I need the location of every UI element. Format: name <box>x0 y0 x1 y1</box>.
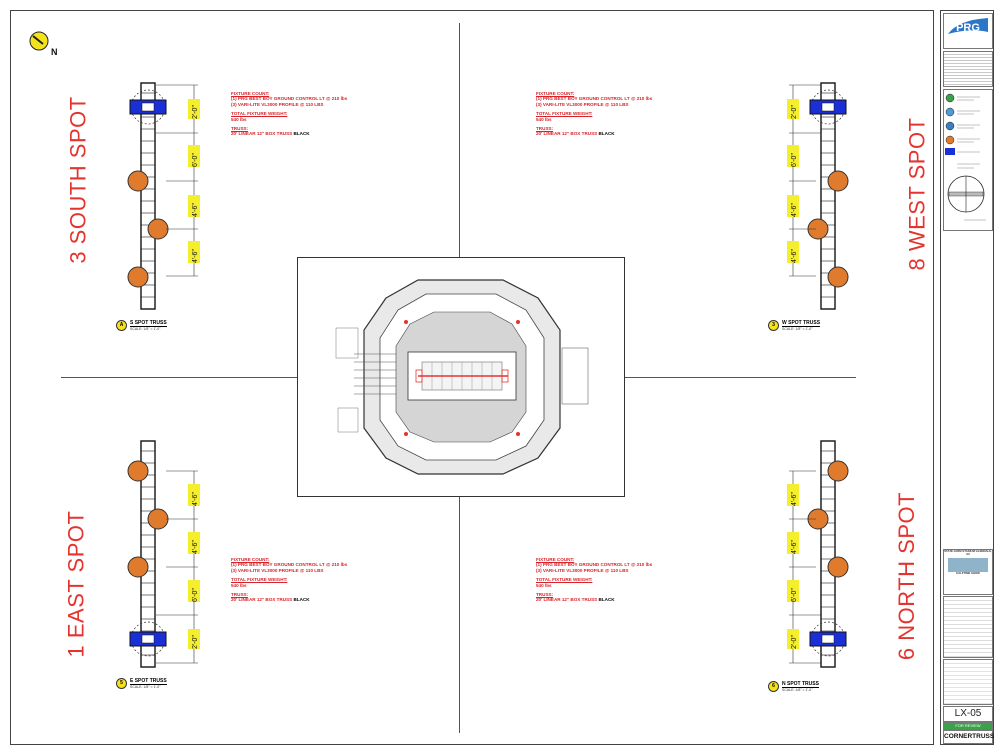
dim-label: 6'-0" <box>192 153 199 167</box>
fixture-line: (3) VARI-LITE VL3000 PROFILE @ 110 LBS <box>536 101 629 107</box>
legend-symbols <box>945 93 986 221</box>
title-block-info <box>943 596 993 658</box>
title-block-logo: PRG PRODUCTION RESOURCE GROUP <box>943 13 993 56</box>
project-name: STATE FARM STADIUM GLENDALE, AZ <box>944 550 992 557</box>
truss-value: 20' LINEAR 12" BOX TRUSS <box>231 597 293 603</box>
dim-label: 4'-6" <box>192 203 199 217</box>
truss-color: BLACK <box>598 131 615 137</box>
show-name: HALFTIME SHOW <box>956 572 980 576</box>
detail-title: S SPOT TRUSS <box>130 320 167 327</box>
fixture-count-label: FIXTURE COUNT: <box>231 91 270 96</box>
fixture-line: (1) PRG BEST BOY GROUND CONTROL LT @ 210… <box>231 96 348 102</box>
north-detail-reference: 6 N SPOT TRUSS SCALE: 1/8" = 1'-0" <box>768 681 819 692</box>
dim-label: 4'-6" <box>791 249 798 263</box>
south-truss-elevation: 2'-0" 6'-0" 4'-6" 4'-6" <box>127 82 200 310</box>
total-weight-value: 540 lbs <box>231 116 247 122</box>
truss-value: 20' LINEAR 12" BOX TRUSS <box>536 131 598 137</box>
dim-label: 6'-0" <box>192 588 199 602</box>
dim-label: 4'-6" <box>192 249 199 263</box>
dim-label: 4'-6" <box>192 540 199 554</box>
north-arrow-icon: N <box>29 31 58 57</box>
title-block-project: STATE FARM STADIUM GLENDALE, AZ HALFTIME… <box>943 549 993 595</box>
sheet-title-box: CORNERTRUSS <box>943 730 994 744</box>
truss-color: BLACK <box>293 131 310 137</box>
fixture-line: (1) PRG BEST BOY GROUND CONTROL LT @ 210… <box>231 562 348 568</box>
truss-value: 20' LINEAR 12" BOX TRUSS <box>231 131 293 137</box>
truss-label: TRUSS: <box>231 592 249 598</box>
total-weight-value: 540 lbs <box>536 582 552 588</box>
east-fixture-notes: FIXTURE COUNT: (1) PRG BEST BOY GROUND C… <box>231 557 347 603</box>
sheet-status-bar: FOR REVIEW <box>943 722 993 730</box>
dim-label: 2'-0" <box>791 635 798 649</box>
west-fixture-notes: FIXTURE COUNT: (1) PRG BEST BOY GROUND C… <box>536 91 652 137</box>
fixture-line: (3) VARI-LITE VL3000 PROFILE @ 110 LBS <box>536 567 629 573</box>
detail-title: E SPOT TRUSS <box>130 678 167 685</box>
dim-label: 4'-6" <box>791 492 798 506</box>
title-block-revisions <box>943 659 993 705</box>
detail-number-icon: 5 <box>116 678 127 689</box>
truss-color: BLACK <box>598 597 615 603</box>
west-detail-reference: 3 W SPOT TRUSS SCALE: 1/8" = 1'-0" <box>768 320 821 331</box>
detail-title: W SPOT TRUSS <box>782 320 821 327</box>
title-block-legend <box>943 89 993 231</box>
total-weight-label: TOTAL FIXTURE WEIGHT: <box>536 111 593 117</box>
total-weight-label: TOTAL FIXTURE WEIGHT: <box>231 111 288 117</box>
north-letter: N <box>51 47 58 57</box>
total-weight-value: 540 lbs <box>536 116 552 122</box>
detail-scale: SCALE: 1/8" = 1'-0" <box>130 327 161 331</box>
west-spot-title: 8 WEST SPOT <box>904 117 930 271</box>
total-weight-value: 540 lbs <box>231 582 247 588</box>
truss-value: 20' LINEAR 12" BOX TRUSS <box>536 597 598 603</box>
truss-label: TRUSS: <box>231 126 249 132</box>
fixture-line: (1) PRG BEST BOY GROUND CONTROL LT @ 210… <box>536 96 653 102</box>
fixture-line: (3) VARI-LITE VL3000 PROFILE @ 110 LBS <box>231 567 324 573</box>
fixture-line: (3) VARI-LITE VL3000 PROFILE @ 110 LBS <box>231 101 324 107</box>
south-detail-reference: A S SPOT TRUSS SCALE: 1/8" = 1'-0" <box>116 320 167 331</box>
dim-label: 4'-6" <box>791 540 798 554</box>
total-weight-label: TOTAL FIXTURE WEIGHT: <box>231 577 288 583</box>
dim-label: 2'-0" <box>192 105 199 119</box>
title-block-notes <box>943 51 993 87</box>
west-truss-elevation: 2'-0" 6'-0" 4'-6" 4'-6" <box>787 82 849 310</box>
sheet-number-box: LX-05 <box>943 706 993 722</box>
detail-scale: SCALE: 1/8" = 1'-0" <box>782 688 813 692</box>
truss-label: TRUSS: <box>536 592 554 598</box>
dim-label: 4'-6" <box>791 203 798 217</box>
south-spot-title: 3 SOUTH SPOT <box>65 96 91 264</box>
dim-label: 6'-0" <box>791 153 798 167</box>
east-detail-reference: 5 E SPOT TRUSS SCALE: 1/8" = 1'-0" <box>116 678 167 689</box>
dim-label: 6'-0" <box>791 588 798 602</box>
detail-scale: SCALE: 1/8" = 1'-0" <box>782 327 813 331</box>
fixture-count-label: FIXTURE COUNT: <box>536 91 575 96</box>
stadium-plan-icon <box>335 279 589 475</box>
north-truss-elevation: 4'-6" 4'-6" 6'-0" 2'-0" <box>787 440 849 668</box>
detail-number-icon: A <box>116 320 127 331</box>
stadium-key-plan <box>297 257 625 497</box>
dim-label: 2'-0" <box>192 635 199 649</box>
logo-text: PRG <box>956 22 980 34</box>
east-spot-title: 1 EAST SPOT <box>63 510 89 658</box>
total-weight-label: TOTAL FIXTURE WEIGHT: <box>536 577 593 583</box>
fixture-count-label: FIXTURE COUNT: <box>231 557 270 562</box>
truss-label: TRUSS: <box>536 126 554 132</box>
north-spot-title: 6 NORTH SPOT <box>894 491 920 661</box>
drawing-sheet: N 3 SOUTH SPOT 2'-0" 6'-0" 4'-6" 4 <box>10 10 934 745</box>
truss-color: BLACK <box>293 597 310 603</box>
detail-scale: SCALE: 1/8" = 1'-0" <box>130 685 161 689</box>
detail-number-icon: 3 <box>768 320 779 331</box>
east-truss-elevation: 4'-6" 4'-6" 6'-0" 2'-0" <box>127 440 200 668</box>
south-fixture-notes: FIXTURE COUNT: (1) PRG BEST BOY GROUND C… <box>231 91 347 137</box>
dim-label: 2'-0" <box>791 105 798 119</box>
fixture-line: (1) PRG BEST BOY GROUND CONTROL LT @ 210… <box>536 562 653 568</box>
company-logo-icon: PRG <box>948 18 988 34</box>
north-fixture-notes: FIXTURE COUNT: (1) PRG BEST BOY GROUND C… <box>536 557 652 603</box>
fixture-count-label: FIXTURE COUNT: <box>536 557 575 562</box>
detail-title: N SPOT TRUSS <box>782 681 819 688</box>
title-block: PRG PRODUCTION RESOURCE GROUP STATE FARM <box>940 10 994 745</box>
dim-label: 4'-6" <box>192 492 199 506</box>
detail-number-icon: 6 <box>768 681 779 692</box>
